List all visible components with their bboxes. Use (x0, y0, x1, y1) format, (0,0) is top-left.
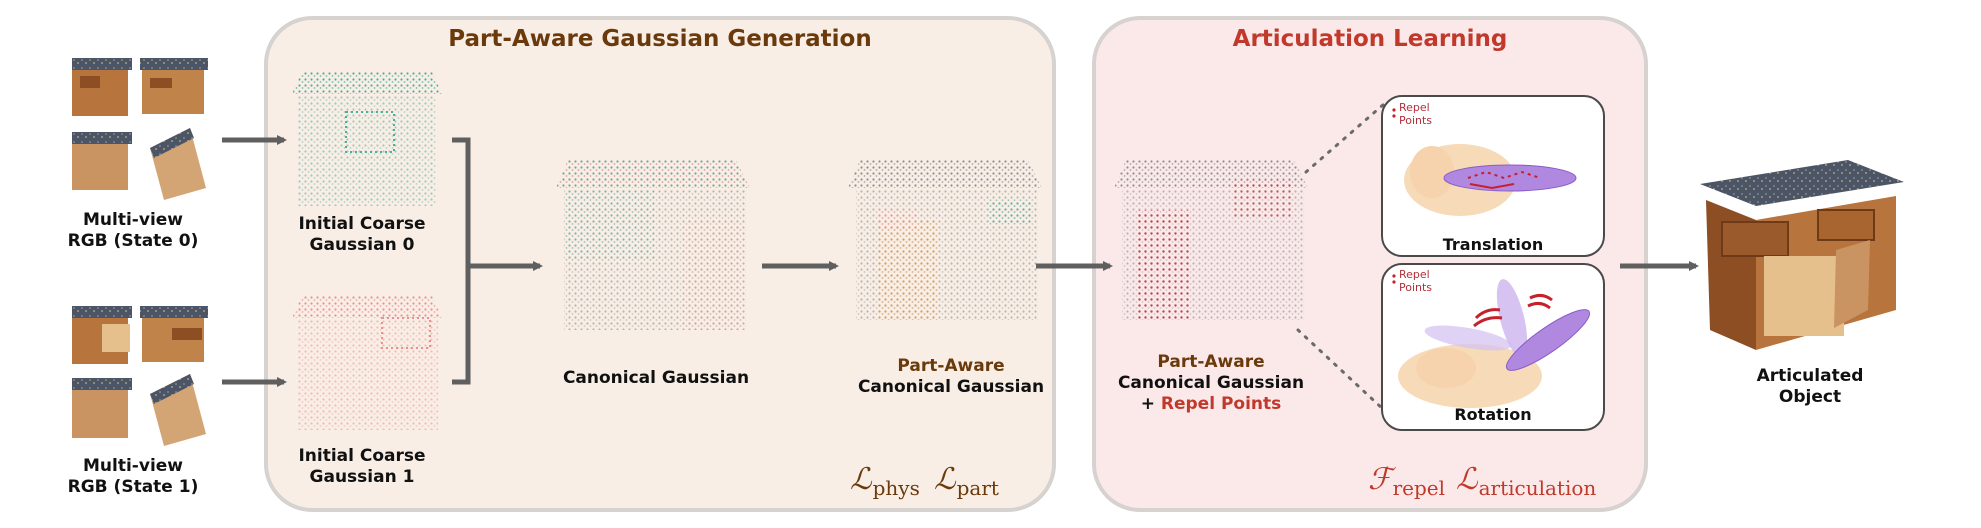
output-label-line1: Articulated (1756, 366, 1864, 386)
state0-label: Multi-view RGB (State 0) (58, 210, 208, 252)
state1-label: Multi-view RGB (State 1) (58, 456, 208, 498)
rotation-legend: Repel Points (1399, 268, 1432, 294)
coarse-gaussian-0 (292, 72, 442, 206)
articulation-panel-title: Articulation Learning (1232, 26, 1508, 52)
translation-legend: Repel Points (1399, 101, 1432, 127)
part-aware-gaussian (848, 160, 1042, 320)
loss-phys-symbol: ℒ (850, 462, 872, 497)
loss-repel: ℱrepel (1368, 462, 1445, 500)
translation-label: Translation (1442, 235, 1544, 254)
canonical-gaussian (556, 160, 750, 330)
part-aware-label: Part-Aware Canonical Gaussian (846, 356, 1056, 398)
loss-part-sub: part (956, 476, 999, 500)
loss-articulation-sub: articulation (1478, 476, 1597, 500)
output-label: Articulated Object (1720, 366, 1900, 408)
coarse1-label-line1: Initial Coarse (298, 446, 426, 466)
canonical-label: Canonical Gaussian (562, 368, 750, 388)
loss-articulation: ℒarticulation (1456, 462, 1596, 500)
rotation-legend-dot (1392, 274, 1396, 278)
loss-repel-symbol: ℱ (1368, 462, 1392, 497)
state0-label-line1: Multi-view (83, 210, 183, 230)
loss-articulation-symbol: ℒ (1456, 462, 1478, 497)
state1-label-line2: RGB (State 1) (67, 477, 199, 497)
state0-label-line2: RGB (State 0) (67, 231, 199, 251)
rotation-legend-line2: Points (1399, 281, 1433, 294)
zoom-connector-top (1304, 102, 1386, 174)
articulated-object (1700, 160, 1904, 350)
translation-legend-dot (1392, 108, 1396, 112)
repel-points-text: Repel Points (1160, 394, 1282, 414)
state0-cabinet-views (72, 58, 208, 200)
coarse-gaussian-1 (292, 296, 442, 430)
repel-gaussian (1114, 160, 1308, 320)
repel-gaussian-label: Part-Aware Canonical Gaussian + Repel Po… (1106, 352, 1316, 415)
coarse0-label: Initial Coarse Gaussian 0 (282, 214, 442, 256)
loss-phys-sub: phys (872, 476, 920, 500)
coarse0-label-line1: Initial Coarse (298, 214, 426, 234)
part-aware-label-line1: Part-Aware (897, 356, 1005, 376)
state1-label-line1: Multi-view (83, 456, 183, 476)
zoom-connector-bottom (1296, 328, 1386, 412)
loss-part-symbol: ℒ (934, 462, 956, 497)
coarse0-label-line2: Gaussian 0 (309, 235, 415, 255)
coarse1-label-line2: Gaussian 1 (309, 467, 415, 487)
translation-illustration (1404, 144, 1577, 216)
plus-sign: + (1140, 394, 1161, 414)
repel-gaussian-label-line2: Canonical Gaussian (1117, 373, 1305, 393)
state1-cabinet-views (72, 306, 208, 446)
rotation-illustration (1398, 279, 1591, 408)
loss-phys: ℒphys (850, 462, 920, 500)
repel-gaussian-label-line1: Part-Aware (1157, 352, 1265, 372)
loss-repel-sub: repel (1392, 476, 1446, 500)
output-label-line2: Object (1778, 387, 1842, 407)
translation-legend-line1: Repel (1399, 101, 1430, 114)
merge-bracket (452, 137, 471, 385)
repel-gaussian-label-line3: + Repel Points (1106, 394, 1316, 415)
part-aware-label-line2: Canonical Gaussian (857, 377, 1045, 397)
rotation-legend-line1: Repel (1399, 268, 1430, 281)
rotation-label: Rotation (1454, 405, 1532, 424)
coarse1-label: Initial Coarse Gaussian 1 (282, 446, 442, 488)
loss-part: ℒpart (934, 462, 999, 500)
generation-panel-title: Part-Aware Gaussian Generation (448, 26, 872, 52)
translation-legend-line2: Points (1399, 114, 1433, 127)
